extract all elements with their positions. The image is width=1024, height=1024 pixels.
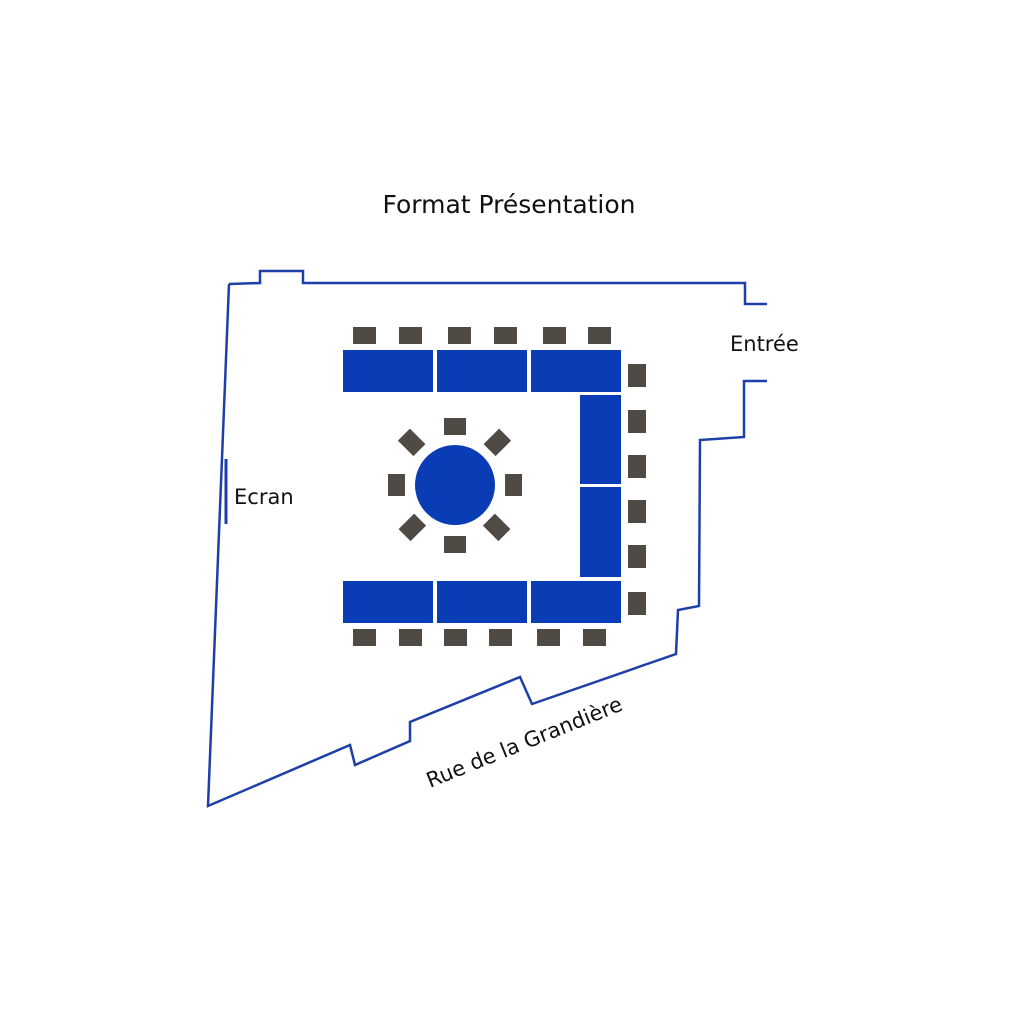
chair [628, 364, 646, 387]
chair [505, 474, 522, 496]
table [531, 581, 621, 623]
table [580, 487, 621, 577]
chair [399, 629, 422, 646]
chair [483, 428, 512, 457]
chair [628, 410, 646, 433]
table [343, 350, 433, 392]
entrance-label: Entrée [730, 332, 799, 356]
chair [494, 327, 517, 344]
screen-label: Ecran [234, 485, 294, 509]
chair [353, 327, 376, 344]
street-label: Rue de la Grandière [423, 692, 626, 793]
chair [628, 545, 646, 568]
table [531, 350, 621, 392]
chair [628, 592, 646, 615]
chair [444, 536, 466, 553]
chair [583, 629, 606, 646]
chair [628, 500, 646, 523]
chair [537, 629, 560, 646]
chair [399, 327, 422, 344]
chair [628, 455, 646, 478]
u-shape-chairs [353, 327, 646, 646]
table [437, 350, 527, 392]
chair [444, 418, 466, 435]
chair [489, 629, 512, 646]
chair [448, 327, 471, 344]
chair [353, 629, 376, 646]
chair [398, 513, 427, 542]
round-table-chairs [388, 418, 522, 553]
chair [397, 428, 426, 457]
chair [388, 474, 405, 496]
table [437, 581, 527, 623]
room-wall [206, 283, 767, 808]
u-shape-tables [343, 350, 621, 623]
chair [482, 513, 511, 542]
chair [444, 629, 467, 646]
table [580, 395, 621, 484]
table [343, 581, 433, 623]
page-title: Format Présentation [382, 190, 635, 219]
room-wall [228, 269, 767, 306]
chair [588, 327, 611, 344]
round-table [415, 445, 495, 525]
chair [543, 327, 566, 344]
